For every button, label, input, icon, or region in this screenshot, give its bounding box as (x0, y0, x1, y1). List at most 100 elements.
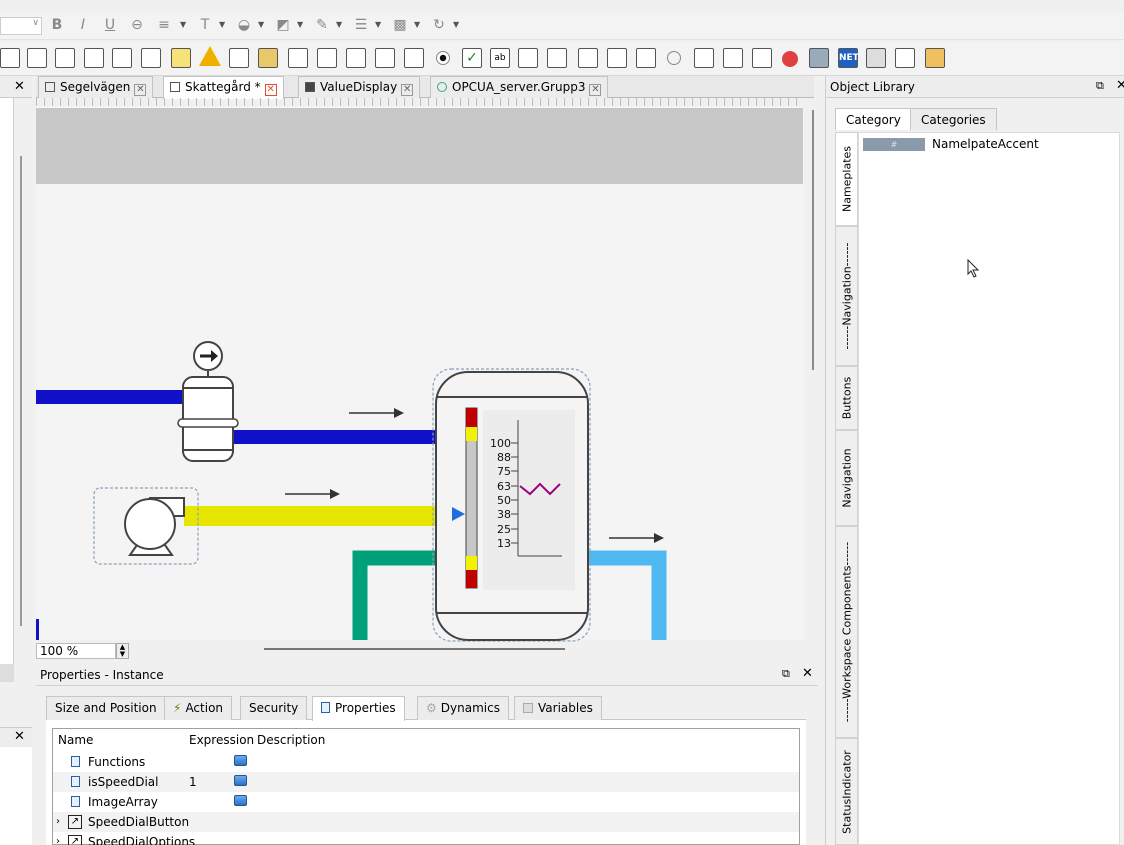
alarm-list-icon[interactable] (171, 48, 191, 68)
side-tab-buttons[interactable]: Buttons (835, 366, 858, 430)
side-tab-nameplates[interactable]: Nameplates (835, 132, 858, 226)
close-icon[interactable]: ✕ (134, 84, 147, 96)
tab-variables[interactable]: Variables (514, 696, 602, 720)
gauge-icon[interactable] (84, 48, 104, 68)
column-expression[interactable]: Expression (189, 733, 255, 747)
nameplate-thumbnail[interactable]: # (863, 138, 925, 151)
slider-icon[interactable] (112, 48, 132, 68)
strikethrough-icon[interactable]: ⊖ (131, 17, 143, 33)
close-icon[interactable]: ✕ (802, 666, 813, 681)
tab-categories[interactable]: Categories (910, 108, 997, 130)
report-icon[interactable] (141, 48, 161, 68)
blank-object-icon[interactable] (866, 48, 886, 68)
grid-icon[interactable] (752, 48, 772, 68)
button-icon[interactable] (375, 48, 395, 68)
zoom-spinner[interactable]: ▲▼ (116, 643, 129, 659)
pipe-blue-to-tank[interactable] (232, 430, 437, 444)
table-row[interactable]: Functions (53, 752, 799, 772)
tab-skattegard[interactable]: Skattegård *✕ (163, 76, 284, 99)
text-color-icon[interactable]: T (200, 17, 210, 33)
side-tab-workspace-components[interactable]: ------Workspace Components------ (835, 526, 858, 738)
canvas-vertical-scrollbar[interactable] (808, 110, 814, 370)
chevron-down-icon[interactable]: ▼ (258, 20, 265, 29)
shadow-icon[interactable]: ▩ (393, 17, 407, 33)
zoom-input[interactable]: 100 % (36, 643, 116, 659)
table-row[interactable]: ImageArray (53, 792, 799, 812)
text-box-icon[interactable] (288, 48, 308, 68)
fill-icon[interactable]: ◒ (237, 17, 251, 33)
line-color-icon[interactable]: ✎ (316, 17, 328, 33)
tab-segelvagen[interactable]: Segelvägen✕ (38, 76, 154, 98)
chevron-right-icon[interactable]: › (56, 836, 60, 845)
table-icon[interactable] (229, 48, 249, 68)
close-icon[interactable]: ✕ (1116, 78, 1124, 93)
close-icon[interactable]: ✕ (401, 84, 414, 96)
warning-icon[interactable] (199, 46, 221, 66)
table-row[interactable]: › ↗ SpeedDialOptions (53, 832, 799, 845)
close-icon[interactable]: ✕ (14, 79, 25, 94)
chevron-down-icon[interactable]: ▼ (219, 20, 226, 29)
underline-icon[interactable]: U (104, 17, 116, 33)
scale-icon[interactable] (694, 48, 714, 68)
rotate-icon[interactable]: ↻ (433, 17, 445, 33)
tree-view-icon[interactable] (895, 48, 915, 68)
tab-action[interactable]: ⚡Action (164, 696, 233, 720)
activex-icon[interactable] (782, 51, 798, 67)
dotnet-icon[interactable]: NET (838, 48, 859, 68)
font-size-combo[interactable]: ∨ (0, 17, 42, 35)
side-tab-navigation-divider[interactable]: ------Navigation------ (835, 226, 858, 366)
align-icon[interactable]: ≡ (158, 17, 170, 33)
image-icon[interactable] (258, 48, 278, 68)
float-window-icon[interactable]: ⧉ (1096, 79, 1104, 92)
module-icon[interactable] (234, 795, 247, 806)
chevron-right-icon[interactable]: › (56, 816, 60, 827)
circle-icon[interactable] (667, 51, 681, 65)
line-chart-icon[interactable] (27, 48, 47, 68)
list-item[interactable]: NamelpateAccent (932, 137, 1039, 151)
window-icon[interactable] (346, 48, 366, 68)
pipe-yellow[interactable] (184, 506, 437, 526)
filter-vessel[interactable] (177, 341, 239, 462)
list-box-icon[interactable] (578, 48, 598, 68)
windows-control-icon[interactable] (809, 48, 829, 68)
column-name[interactable]: Name (58, 733, 94, 747)
left-panel-scrollbar[interactable] (20, 156, 22, 626)
storage-tank[interactable] (432, 368, 591, 642)
float-window-icon[interactable]: ⧉ (782, 667, 790, 680)
chevron-down-icon[interactable]: ▼ (336, 20, 343, 29)
line-width-icon[interactable]: ☰ (354, 17, 368, 33)
date-time-icon[interactable] (547, 48, 567, 68)
panel-icon[interactable] (317, 48, 337, 68)
module-icon[interactable] (234, 755, 247, 766)
table-row[interactable]: isSpeedDial 1 (53, 772, 799, 792)
table-row[interactable]: › ↗ SpeedDialButton (53, 812, 799, 832)
column-description[interactable]: Description (257, 733, 326, 747)
chevron-down-icon[interactable]: ▼ (375, 20, 382, 29)
toggle-icon[interactable] (404, 48, 424, 68)
combo-box-icon[interactable] (636, 48, 656, 68)
bar-chart-icon[interactable] (0, 48, 20, 68)
tab-valuedisplay[interactable]: ValueDisplay✕ (298, 76, 421, 98)
checkbox-icon[interactable]: ✓ (462, 48, 482, 68)
italic-icon[interactable]: I (80, 17, 86, 33)
chevron-down-icon[interactable]: ▼ (453, 20, 460, 29)
module-icon[interactable] (234, 775, 247, 786)
tab-category[interactable]: Category (835, 108, 912, 130)
numeric-spin-icon[interactable] (607, 48, 627, 68)
side-tab-navigation[interactable]: Navigation (835, 430, 858, 526)
close-icon[interactable]: ✕ (589, 84, 602, 96)
close-icon[interactable]: ✕ (264, 84, 277, 96)
tab-opcua-server[interactable]: OPCUA_server.Grupp3✕ (430, 76, 609, 98)
tab-properties[interactable]: Properties (312, 696, 405, 721)
pipe-blue-inlet[interactable] (36, 390, 184, 404)
script-icon[interactable] (925, 48, 945, 68)
pipe-green[interactable] (352, 550, 437, 640)
pipe-light-blue[interactable] (588, 550, 667, 640)
chevron-down-icon[interactable]: ▼ (180, 20, 187, 29)
text-field-icon[interactable]: ab (490, 48, 510, 68)
background-icon[interactable]: ◩ (276, 17, 290, 33)
bold-icon[interactable]: B (51, 17, 63, 33)
trend-icon[interactable] (55, 48, 75, 68)
side-tab-statusindicator[interactable]: StatusIndicator (835, 738, 858, 845)
list-view-icon[interactable] (723, 48, 743, 68)
